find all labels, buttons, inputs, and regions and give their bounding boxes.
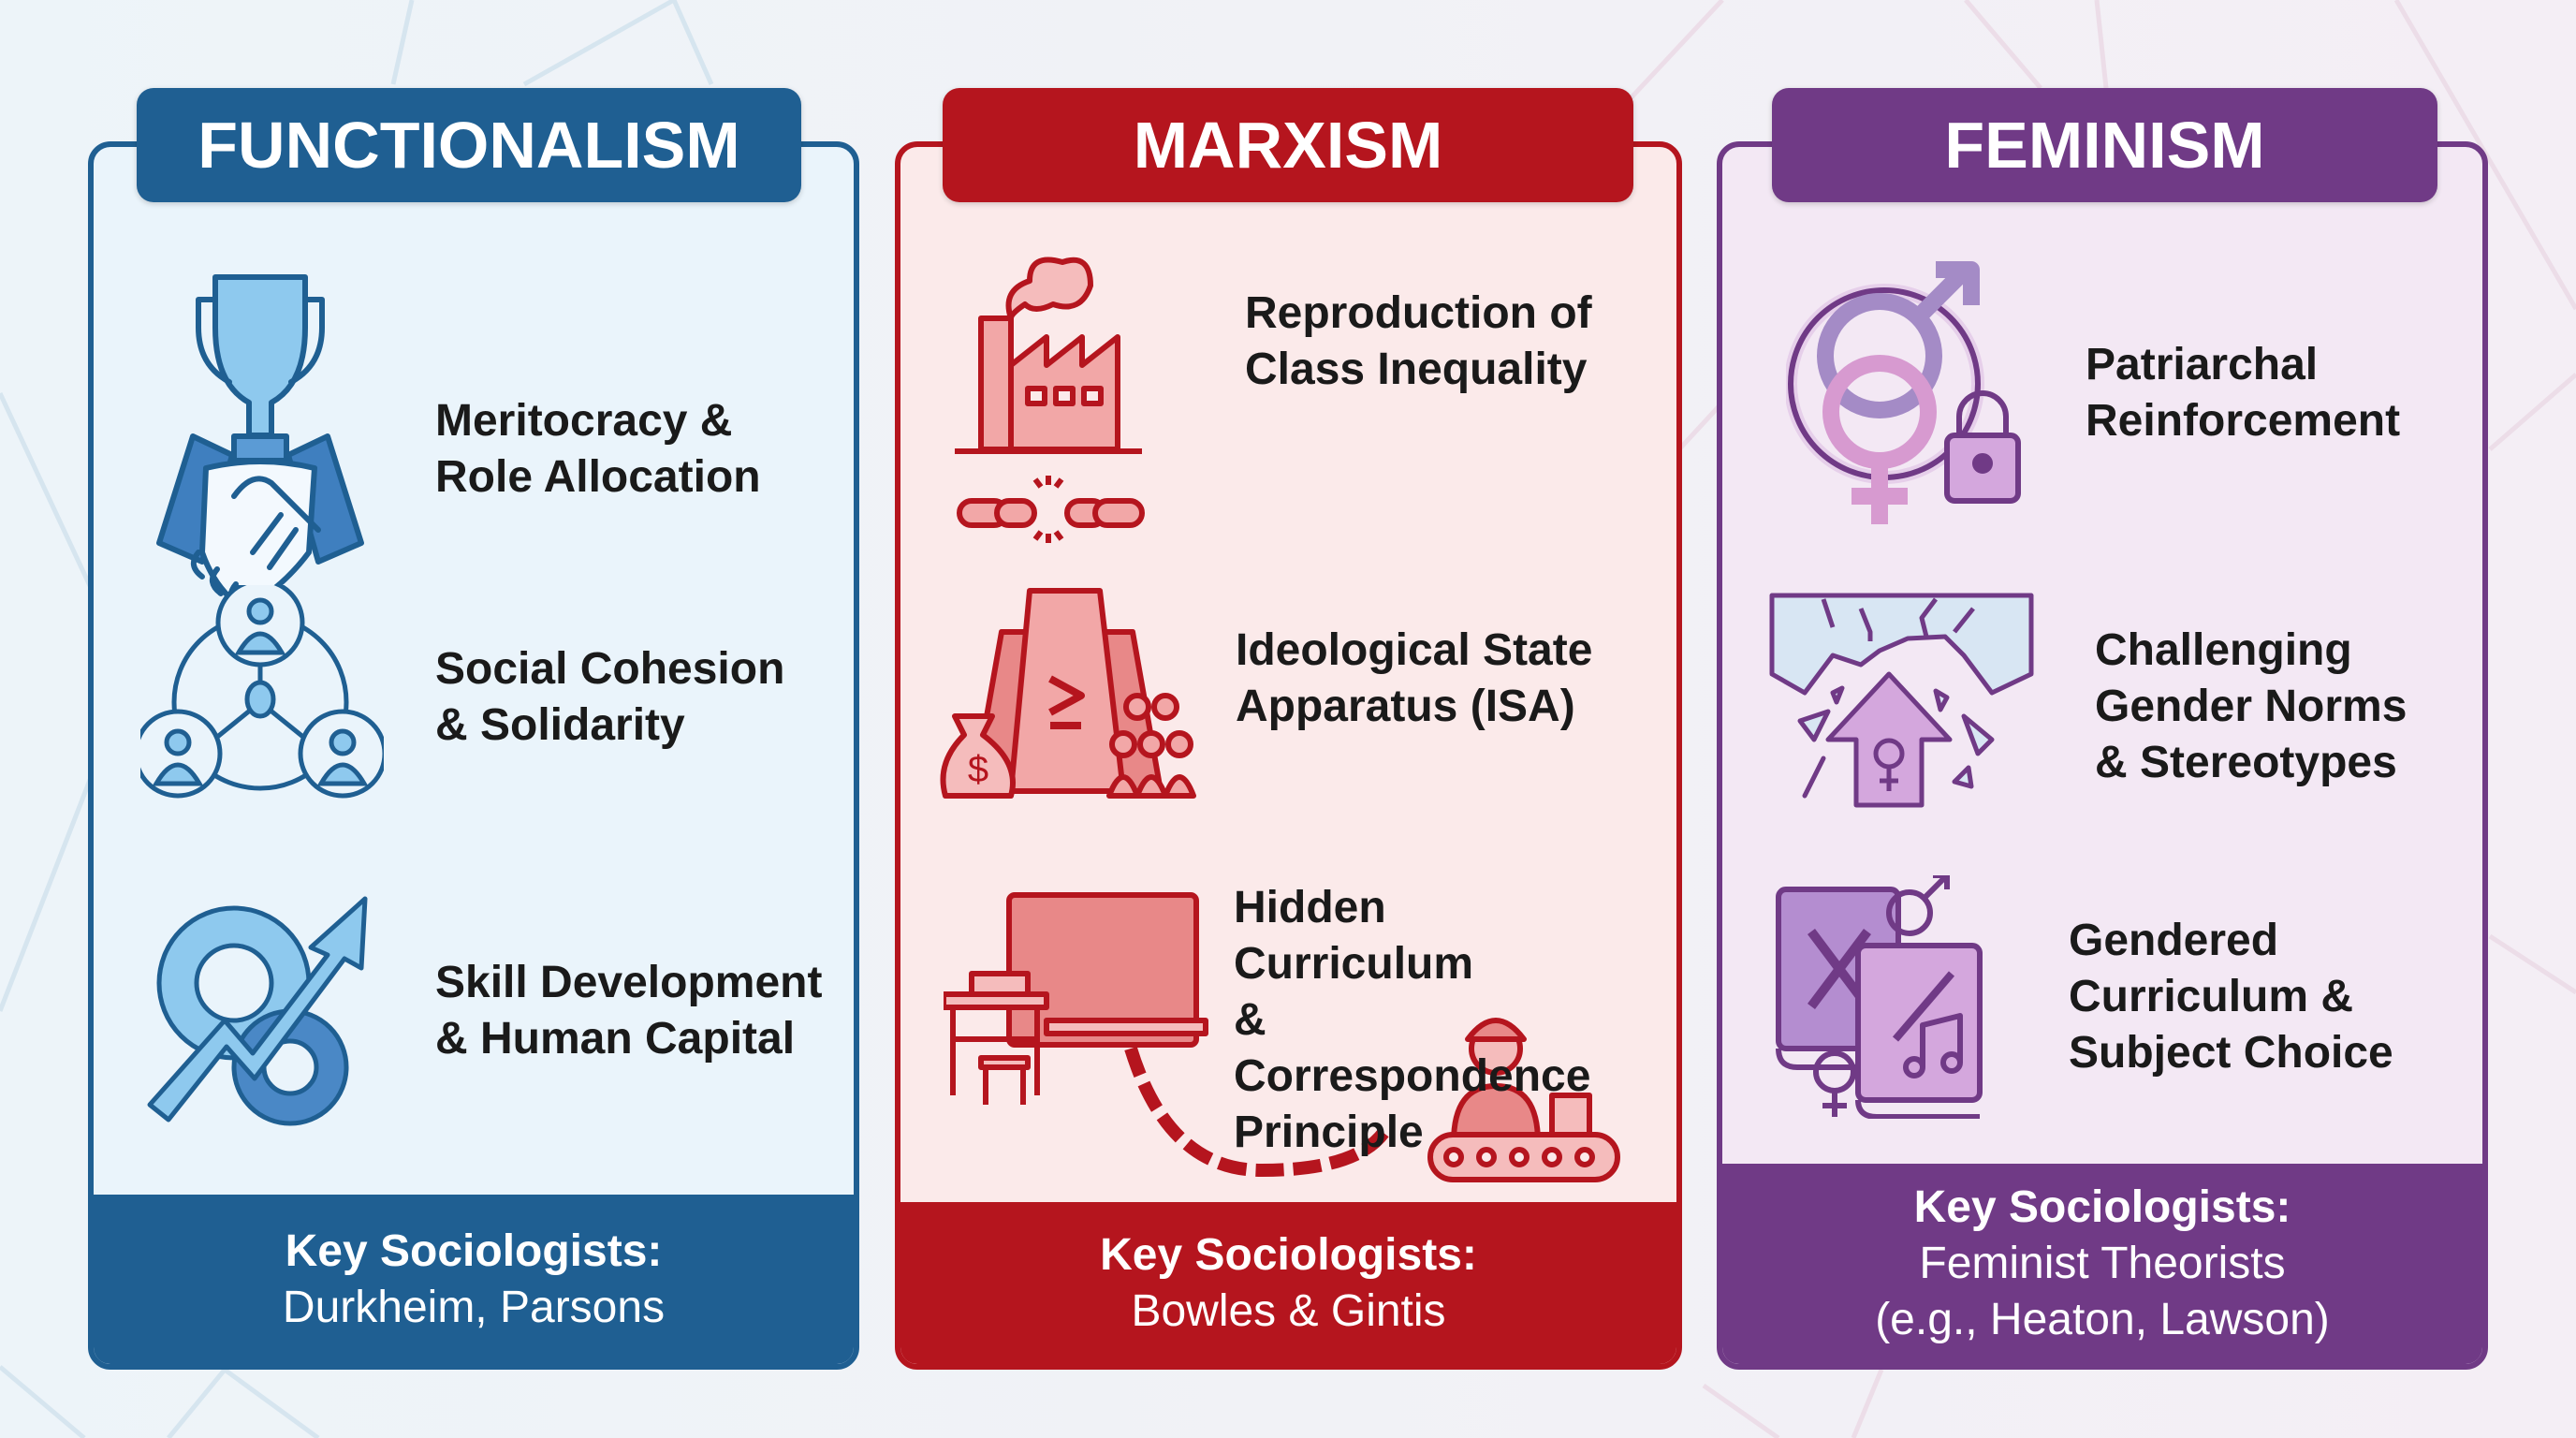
functionalism-item-1: Meritocracy & Role Allocation: [140, 271, 761, 627]
functionalism-title: FUNCTIONALISM: [137, 88, 801, 202]
functionalism-footer: Key Sociologists: Durkheim, Parsons: [94, 1195, 854, 1364]
feminism-card: Key Sociologists: Feminist Theorists (e.…: [1717, 141, 2488, 1370]
item-label: Social Cohesion & Solidarity: [435, 644, 785, 750]
gears-growth-arrow-icon: [147, 896, 368, 1126]
functionalism-item-2: Social Cohesion & Solidarity: [140, 585, 784, 810]
footer-title: Key Sociologists:: [1100, 1229, 1477, 1280]
feminism-item-1: Patriarchal Reinforcement: [1786, 253, 2400, 534]
marxism-footer: Key Sociologists: Bowles & Gintis: [900, 1202, 1676, 1364]
marxism-item-1: Reproduction of Class Inequality: [955, 243, 1592, 552]
footer-names: Bowles & Gintis: [1131, 1285, 1446, 1336]
functionalism-item-3: Skill Development & Human Capital: [140, 889, 822, 1133]
footer-title: Key Sociologists:: [285, 1225, 663, 1276]
feminism-item-2: Challenging Gender Norms & Stereotypes: [1767, 590, 2407, 824]
item-label: Gendered Curriculum & Subject Choice: [2069, 916, 2393, 1078]
item-label: Meritocracy & Role Allocation: [435, 396, 761, 502]
footer-title: Key Sociologists:: [1913, 1182, 2291, 1232]
item-label: Challenging Gender Norms & Stereotypes: [2095, 625, 2408, 787]
broken-glass-ceiling-arrow-icon: [1769, 593, 2034, 808]
trophy-handshake-icon: [156, 274, 364, 611]
footer-names: Durkheim, Parsons: [282, 1282, 666, 1332]
marxism-title: MARXISM: [943, 88, 1633, 202]
item-label: Hidden Curriculum & Correspondence Princ…: [1234, 883, 1591, 1157]
feminism-item-3: Gendered Curriculum & Subject Choice: [1774, 875, 2393, 1119]
item-label: Skill Development & Human Capital: [435, 958, 823, 1064]
marxism-item-2: $ Ideological State Apparatus (ISA): [936, 585, 1592, 810]
footer-names: Feminist Theorists (e.g., Heaton, Lawson…: [1875, 1239, 2330, 1344]
feminism-footer: Key Sociologists: Feminist Theorists (e.…: [1722, 1164, 2482, 1364]
connected-people-network-icon: [140, 585, 384, 799]
svg-text:$: $: [968, 749, 988, 790]
gendered-books-icon: [1776, 875, 1983, 1119]
item-label: Reproduction of Class Inequality: [1245, 288, 1592, 394]
factory-broken-chain-icon: [955, 257, 1145, 543]
ideology-monument-money-people-icon: $: [940, 588, 1196, 799]
gender-symbols-lock-icon: [1786, 261, 2021, 524]
item-label: Patriarchal Reinforcement: [2086, 340, 2401, 446]
feminism-title: FEMINISM: [1772, 88, 2437, 202]
classroom-chain-worker-icon: [944, 892, 1620, 1182]
item-label: Ideological State Apparatus (ISA): [1236, 625, 1593, 731]
